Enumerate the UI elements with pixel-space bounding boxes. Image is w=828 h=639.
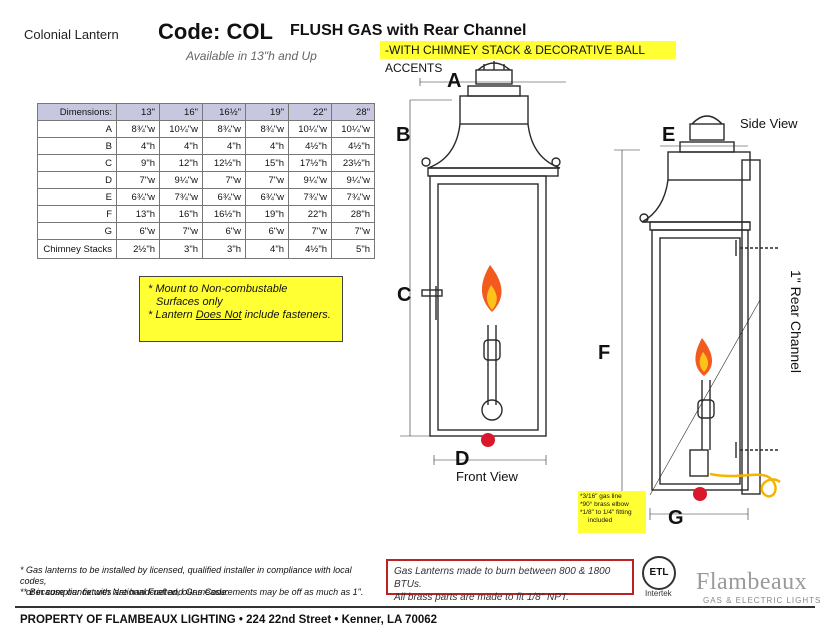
table-row: C 9"h 12"h 12½"h 15"h 17½"h 23½"h [37, 154, 375, 172]
dimensions-header-row: Dimensions: 13" 16" 16½" 19" 22" 28" [37, 103, 375, 121]
fitting-note: *3/16" gas line *90° brass elbow *1/8" t… [578, 491, 646, 533]
side-view-lantern [614, 115, 780, 520]
dim-letter-g: G [668, 507, 684, 529]
top-rail [649, 221, 751, 231]
table-row: Chimney Stacks 2½"h 3"h 3"h 4"h 4½"h 5"h [37, 239, 375, 259]
company-address: PROPERTY OF FLAMBEAUX LIGHTING • 224 22n… [20, 614, 438, 626]
fitting-line: *3/16" gas line [580, 493, 622, 500]
gas-info-line: All brass parts are made to fit 1/8" NPT… [394, 592, 569, 603]
gas-line-icon [709, 472, 781, 498]
front-view-lantern [400, 61, 566, 465]
table-cell: 23½"h [331, 154, 375, 172]
mount-bracket [421, 289, 443, 297]
note-emphasis: Does Not [195, 309, 242, 321]
note-text: * Lantern [148, 309, 196, 321]
dim-letter-e: E [662, 124, 676, 146]
dim-letter-f: F [598, 342, 611, 364]
gas-info-box: Gas Lanterns made to burn between 800 & … [386, 559, 634, 603]
size-header: 22" [288, 103, 332, 121]
note-line: * Mount to Non-combustable [148, 283, 288, 295]
installation-note-line: * Gas lanterns to be installed by licens… [20, 565, 352, 586]
dim-letter-d: D [455, 448, 470, 470]
burner-tip-icon [693, 487, 707, 501]
decorative-ball [639, 213, 649, 223]
table-row: B 4"h 4"h 4"h 4"h 4½"h 4½"h [37, 137, 375, 155]
table-row: D 7"w 9¼"w 7"w 7"w 9¼"w 9¼"w [37, 171, 375, 189]
fitting-line: *90° brass elbow [580, 501, 629, 508]
table-row: G 6"w 7"w 6"w 6"w 7"w 7"w [37, 222, 375, 240]
gas-valve [481, 399, 503, 421]
cert-sub-label: Intertek [645, 589, 672, 598]
hood-flare [427, 123, 561, 169]
product-title: FLUSH GAS with Rear Channel [290, 22, 527, 39]
series-name: Colonial Lantern [24, 27, 119, 42]
gas-valve [689, 449, 709, 477]
dimensions-header-label: Dimensions: [37, 103, 117, 121]
front-view-label: Front View [456, 469, 518, 484]
installation-note: * Gas lanterns to be installed by licens… [20, 565, 380, 598]
gas-info-line: Gas Lanterns made to burn between 800 & … [394, 566, 611, 590]
note-line: Surfaces only [156, 296, 223, 308]
accent-highlight: -WITH CHIMNEY STACK & DECORATIVE BALL AC… [380, 41, 676, 75]
row-label: Chimney Stacks [37, 239, 117, 259]
size-header: 19" [245, 103, 289, 121]
size-header: 16" [159, 103, 203, 121]
footer-divider [15, 606, 815, 608]
product-code: Code: COL [158, 19, 273, 44]
hood-band [467, 85, 521, 97]
availability-note: Available in 13"h and Up [186, 49, 317, 63]
table-cell: 3"h [159, 239, 203, 259]
fitting-line: included [588, 517, 613, 524]
chimney-cap [691, 115, 723, 125]
dim-letter-c: C [397, 284, 412, 306]
brand-logo: Flambeaux [696, 569, 808, 595]
burner-tip-icon [481, 433, 495, 447]
top-rail [427, 167, 559, 177]
rear-channel-label: 1" Rear Channel [788, 270, 804, 374]
flame-inner-icon [486, 285, 497, 310]
table-cell: 5"h [331, 239, 375, 259]
brand-tagline: GAS & ELECTRIC LIGHTS [703, 596, 822, 605]
table-row: A 8¾"w 10¼"w 8¾"w 8¾"w 10¼"w 10¼"w [37, 120, 375, 138]
fitting-line: *1/8" to 1/4" fitting [580, 509, 632, 516]
chimney-stack [689, 123, 725, 141]
hood-band [679, 141, 735, 153]
glass-panel [437, 183, 539, 431]
size-header: 28" [331, 103, 375, 121]
note-text: include fasteners. [241, 309, 331, 321]
decorative-ball [551, 157, 561, 167]
hood-crown [459, 95, 529, 125]
rear-channel [741, 159, 761, 495]
decorative-ball [421, 157, 431, 167]
note-line: * Lantern Does Not include fasteners. [148, 309, 342, 322]
hood-flare [641, 179, 750, 223]
installation-note-line: or in compliance with National Fuel and … [26, 587, 229, 597]
mounting-note: * Mount to Non-combustable Surfaces only… [139, 276, 343, 342]
hood-crown [667, 151, 751, 181]
handcrafted-note: ** Because our fixtures are handcrafted,… [20, 587, 364, 597]
dim-letter-b: B [396, 124, 411, 146]
etl-cert-icon: ETL [642, 556, 676, 590]
dim-letter-a: A [447, 70, 462, 92]
dimensions-table: Dimensions: 13" 16" 16½" 19" 22" 28" A 8… [37, 103, 375, 259]
flame-inner-icon [699, 352, 708, 372]
side-view-label: Side View [740, 116, 798, 131]
glass-panel [659, 237, 741, 485]
